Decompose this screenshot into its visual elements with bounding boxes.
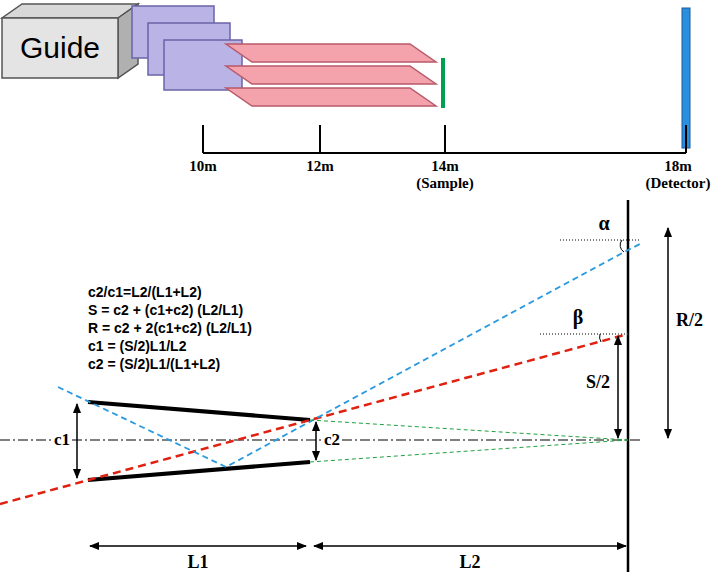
angle-label: α: [598, 212, 609, 235]
formula: c2 = (S/2)L1/(L1+L2): [88, 356, 220, 372]
dimension-label: c1: [52, 430, 72, 450]
formula: S = c2 + (c1+c2) (L2/L1): [88, 302, 243, 318]
ray-alpha: [58, 244, 640, 467]
reference-line: [560, 240, 640, 241]
collimator-wall: [88, 462, 310, 480]
formula: c2/c1=L2/(L1+L2): [88, 284, 202, 300]
guide-front: [2, 18, 118, 78]
distance-scale: [203, 125, 686, 153]
ray-green: [310, 440, 628, 462]
distance-label: 18m (Detector): [638, 158, 718, 193]
plate: [226, 88, 436, 106]
distance-label: 14m (Sample): [410, 158, 480, 193]
distance-label: 12m: [306, 158, 334, 175]
angle-arc: [620, 240, 624, 252]
dimension-label: R/2: [676, 310, 703, 331]
dimension-label: L2: [459, 552, 480, 573]
optical-axis: [0, 439, 640, 440]
plate: [226, 66, 436, 84]
angle-arc: [600, 334, 601, 342]
reference-line: [540, 334, 626, 335]
sample: [441, 58, 445, 108]
dimension-label: S/2: [586, 372, 610, 393]
guide-box: Guide: [2, 18, 118, 78]
ray-beta: [0, 334, 628, 504]
dimension-arrow: [77, 228, 668, 546]
formula: c1 = (S/2)L1/L2: [88, 338, 186, 354]
guide-top: [2, 4, 138, 18]
dimension-label: L1: [187, 552, 208, 573]
dimension-label: c2: [322, 430, 342, 450]
detector-plane: [627, 200, 630, 572]
box-label: Guide: [20, 31, 100, 65]
ray-green: [310, 420, 628, 440]
distance-label: 10m: [189, 158, 217, 175]
plate: [226, 44, 436, 62]
formula: R = c2 + 2(c1+c2) (L2/L1): [88, 320, 252, 336]
angle-label: β: [573, 306, 584, 329]
